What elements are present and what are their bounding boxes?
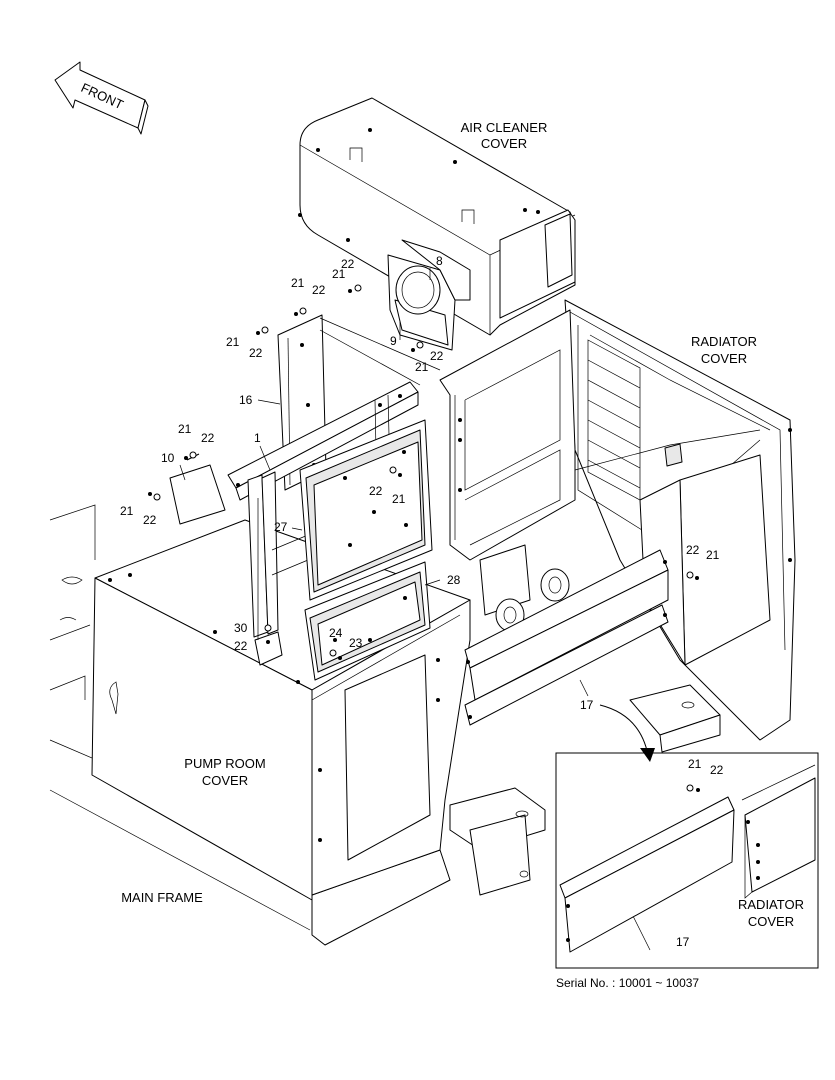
callout-21: 21 bbox=[706, 548, 720, 562]
callout-21: 21 bbox=[688, 757, 702, 771]
callout-27: 27 bbox=[274, 520, 288, 534]
part-1-stand bbox=[227, 381, 419, 666]
pump-room-label-line2: COVER bbox=[202, 773, 248, 788]
inset-radiator-label-line1: RADIATOR bbox=[738, 897, 804, 912]
part-10-plate bbox=[169, 453, 226, 525]
callout-28: 28 bbox=[447, 573, 461, 587]
callout-22: 22 bbox=[234, 639, 248, 653]
callout-9: 9 bbox=[390, 334, 397, 348]
callout-22: 22 bbox=[430, 349, 444, 363]
air-cleaner-label-line1: AIR CLEANER bbox=[461, 120, 548, 135]
callout-1: 1 bbox=[254, 431, 261, 445]
callout-21: 21 bbox=[120, 504, 134, 518]
radiator-label-line2: COVER bbox=[701, 351, 747, 366]
radiator-cover bbox=[564, 299, 796, 741]
air-cleaner-label-line2: COVER bbox=[481, 136, 527, 151]
callout-30: 30 bbox=[234, 621, 248, 635]
center-frame bbox=[439, 309, 576, 632]
pump-room-label-line1: PUMP ROOM bbox=[184, 756, 265, 771]
callout-21: 21 bbox=[332, 267, 346, 281]
callout-21: 21 bbox=[178, 422, 192, 436]
callout-22: 22 bbox=[201, 431, 215, 445]
callout-22: 22 bbox=[710, 763, 724, 777]
callout-21: 21 bbox=[392, 492, 406, 506]
inset-radiator-label-line2: COVER bbox=[748, 914, 794, 929]
callout-16: 16 bbox=[239, 393, 253, 407]
inset-arrow-icon bbox=[599, 704, 655, 762]
callout-24: 24 bbox=[329, 626, 343, 640]
bolts-washers bbox=[148, 284, 699, 660]
callout-10: 10 bbox=[161, 451, 175, 465]
callout-17: 17 bbox=[580, 698, 594, 712]
callout-22: 22 bbox=[369, 484, 383, 498]
callout-21: 21 bbox=[291, 276, 305, 290]
callout-17: 17 bbox=[676, 935, 690, 949]
main-frame-label: MAIN FRAME bbox=[121, 890, 203, 905]
main-frame bbox=[49, 504, 721, 946]
part-27-panel bbox=[299, 419, 433, 601]
section-labels: AIR CLEANER COVER RADIATOR COVER PUMP RO… bbox=[121, 120, 804, 990]
serial-number-label: Serial No. : 10001 ~ 10037 bbox=[556, 976, 699, 990]
air-cleaner-cover bbox=[298, 97, 576, 336]
callout-23: 23 bbox=[349, 636, 363, 650]
part-17-panel bbox=[464, 549, 669, 726]
callout-8: 8 bbox=[436, 254, 443, 268]
callout-22: 22 bbox=[249, 346, 263, 360]
callout-22: 22 bbox=[341, 257, 355, 271]
callout-21: 21 bbox=[226, 335, 240, 349]
callout-22: 22 bbox=[686, 543, 700, 557]
front-arrow-icon: FRONT bbox=[54, 61, 149, 135]
callout-21: 21 bbox=[415, 360, 429, 374]
radiator-label-line1: RADIATOR bbox=[691, 334, 757, 349]
part-28-panel bbox=[304, 561, 431, 681]
inset-detail bbox=[555, 752, 819, 969]
part-8-9-duct-bracket bbox=[387, 239, 471, 351]
callout-22: 22 bbox=[143, 513, 157, 527]
part-callouts: 21 22 8 21 22 21 22 9 22 21 16 1 21 22 1… bbox=[120, 254, 724, 949]
callout-22: 22 bbox=[312, 283, 326, 297]
